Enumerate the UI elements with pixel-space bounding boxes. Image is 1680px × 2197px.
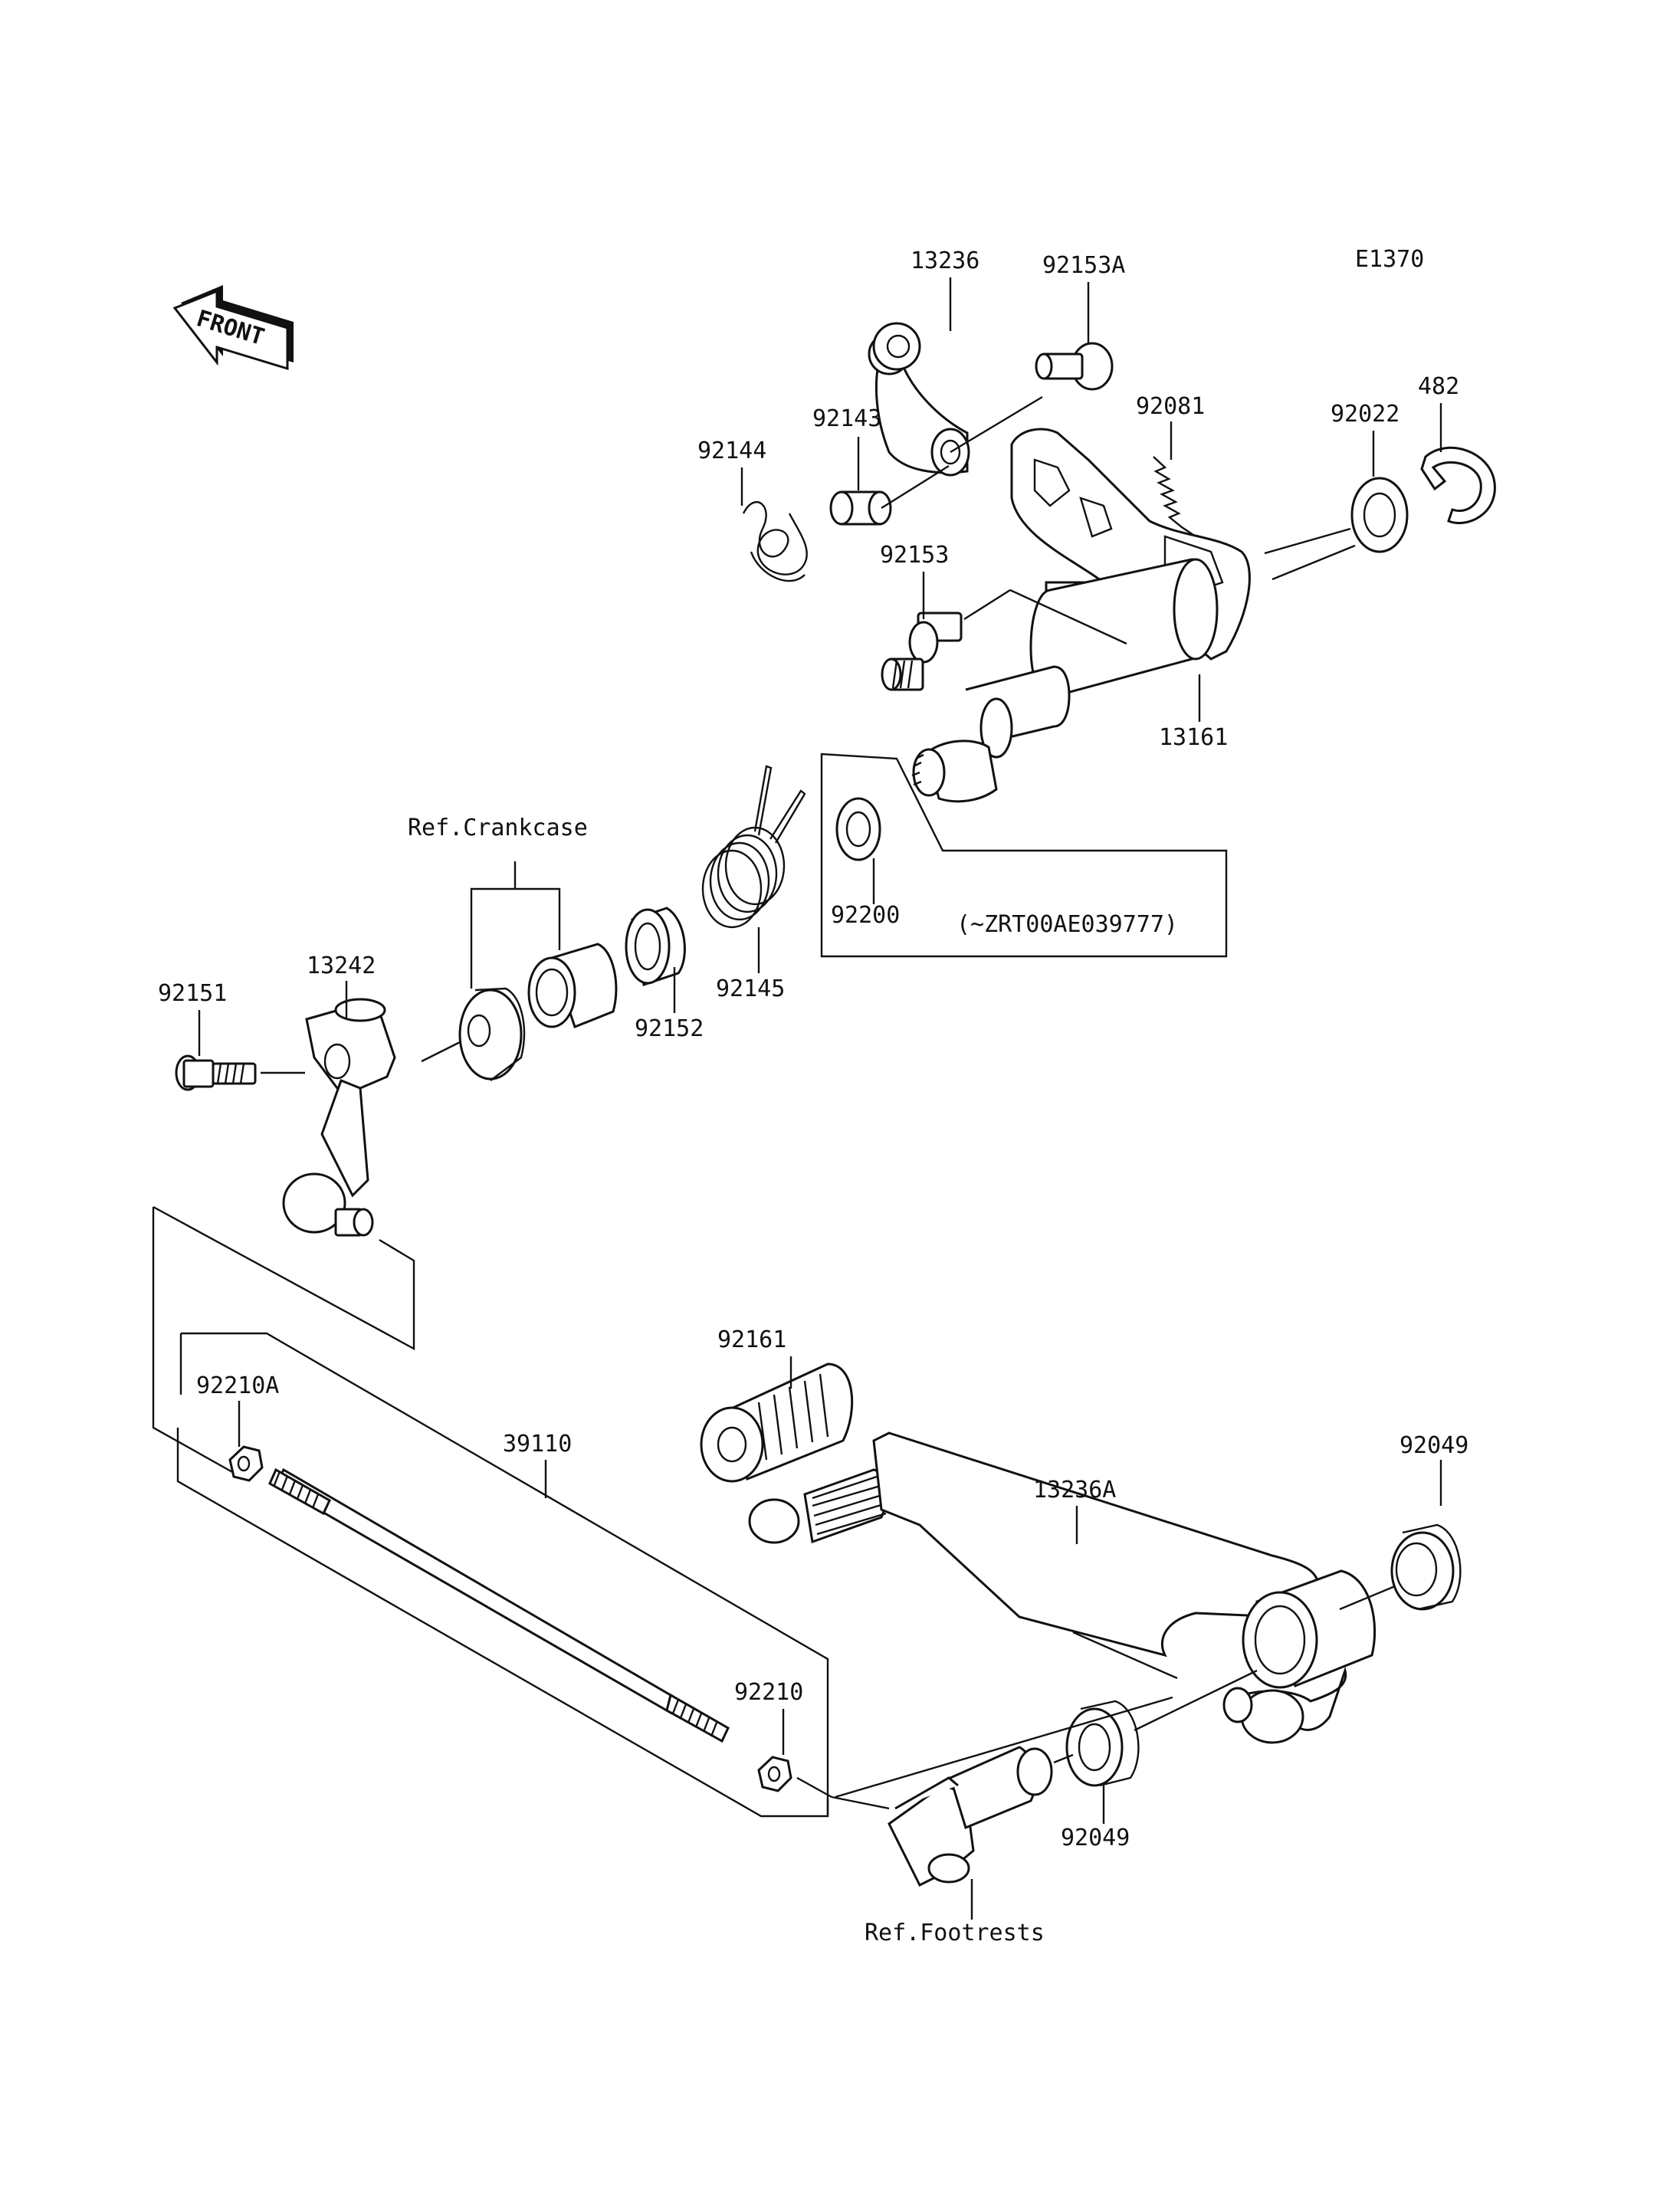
link-frame bbox=[152, 1205, 415, 1474]
label-92144: 92144 bbox=[697, 438, 766, 464]
label-92081: 92081 bbox=[1136, 393, 1205, 420]
crankcase-bracket bbox=[470, 861, 561, 989]
part-92143-collar bbox=[829, 490, 892, 526]
label-92210: 92210 bbox=[734, 1679, 803, 1706]
part-13161-shift-shaft bbox=[911, 428, 1356, 803]
label-92151: 92151 bbox=[158, 980, 227, 1007]
part-92210-nut bbox=[757, 1756, 792, 1792]
label-39110: 39110 bbox=[503, 1431, 572, 1458]
part-92210A-nut bbox=[228, 1445, 264, 1482]
label-92200: 92200 bbox=[831, 902, 900, 929]
ref-crankcase-label: Ref.Crankcase bbox=[408, 815, 588, 841]
label-482: 482 bbox=[1418, 373, 1459, 400]
label-13161: 13161 bbox=[1159, 724, 1228, 751]
label-92210A: 92210A bbox=[196, 1372, 279, 1399]
diagram-code: E1370 bbox=[1355, 246, 1424, 273]
part-92152-bushing bbox=[625, 907, 686, 986]
label-92022: 92022 bbox=[1331, 401, 1399, 428]
label-92145: 92145 bbox=[716, 976, 785, 1002]
ref-footrests-label: Ref.Footrests bbox=[865, 1920, 1045, 1946]
label-92161: 92161 bbox=[717, 1326, 786, 1353]
label-92049-lower: 92049 bbox=[1061, 1825, 1130, 1851]
part-92161-foot-rubber bbox=[700, 1362, 854, 1483]
part-92153A-bolt bbox=[1035, 342, 1114, 391]
crankcase-bearing bbox=[527, 943, 618, 1028]
label-92143: 92143 bbox=[812, 405, 881, 432]
label-92153: 92153 bbox=[880, 542, 949, 569]
part-92144-spring bbox=[742, 501, 808, 582]
rod-frame bbox=[176, 1332, 829, 1818]
part-13236-lever bbox=[868, 322, 970, 477]
part-13242-shift-arm bbox=[282, 998, 396, 1237]
part-92200-washer-group bbox=[820, 753, 1228, 958]
label-13242: 13242 bbox=[307, 953, 376, 979]
label-92152: 92152 bbox=[635, 1015, 704, 1042]
part-13236A-shift-pedal bbox=[748, 1431, 1376, 1744]
label-92153A: 92153A bbox=[1042, 252, 1125, 279]
part-92049-seal-lower bbox=[1065, 1700, 1140, 1787]
crankcase-seal bbox=[458, 987, 526, 1081]
front-arrow-icon: FRONT bbox=[172, 285, 294, 371]
part-92151-bolt bbox=[175, 1054, 257, 1091]
label-92049-right: 92049 bbox=[1399, 1432, 1468, 1459]
part-92022-washer bbox=[1350, 477, 1409, 553]
serial-note: (~ZRT00AE039777) bbox=[956, 911, 1178, 938]
part-39110-tie-rod bbox=[268, 1467, 730, 1743]
part-482-circlip bbox=[1420, 446, 1496, 525]
footrests-clevis bbox=[888, 1746, 1053, 1887]
label-13236: 13236 bbox=[911, 248, 979, 274]
part-92145-return-spring bbox=[701, 765, 806, 929]
label-13236A: 13236A bbox=[1033, 1477, 1116, 1503]
part-92153-bolt bbox=[881, 612, 963, 691]
part-92081-spring bbox=[1153, 456, 1204, 549]
part-92049-seal-right bbox=[1390, 1523, 1462, 1611]
